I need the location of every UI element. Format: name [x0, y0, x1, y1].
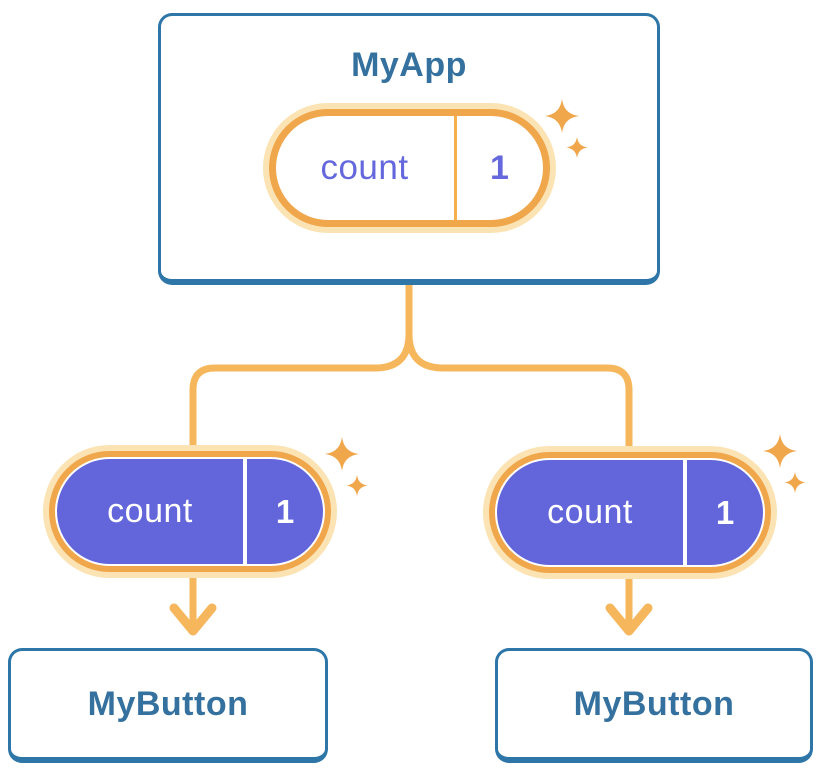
- prop-pill-body: count 1: [497, 460, 763, 565]
- myapp-card: MyApp count 1: [158, 13, 660, 285]
- connector-right-branch: [405, 278, 633, 632]
- prop-pill-ring: count 1: [49, 451, 331, 572]
- prop-pill-body: count 1: [57, 459, 323, 564]
- prop-pill-label: count: [107, 492, 193, 530]
- prop-pill-divider: [683, 460, 687, 565]
- prop-pill-label: count: [547, 493, 633, 531]
- prop-pill-right: count 1: [483, 446, 777, 579]
- mybutton-title: MyButton: [573, 684, 735, 723]
- prop-pill-divider: [243, 459, 247, 564]
- state-pill-body: count 1: [268, 109, 550, 227]
- sparkles-icon: [325, 437, 368, 496]
- prop-pill-value: 1: [715, 493, 735, 531]
- state-pill: count 1: [262, 103, 556, 233]
- arrow-down-icon: [169, 603, 217, 636]
- prop-pill-left: count 1: [43, 445, 337, 578]
- sparkles-icon: [763, 434, 806, 493]
- prop-pill-value: 1: [275, 492, 295, 530]
- sparkles-icon: [545, 99, 588, 158]
- state-pill-divider: [453, 116, 457, 220]
- mybutton-title: MyButton: [87, 684, 249, 723]
- myapp-title: MyApp: [351, 46, 467, 84]
- mybutton-card-right: MyButton: [495, 648, 813, 763]
- state-pill-value: 1: [490, 148, 509, 187]
- state-pill-label: count: [320, 148, 409, 187]
- mybutton-card-left: MyButton: [8, 648, 328, 763]
- prop-pill-ring: count 1: [489, 452, 771, 573]
- arrow-down-icon: [605, 603, 653, 636]
